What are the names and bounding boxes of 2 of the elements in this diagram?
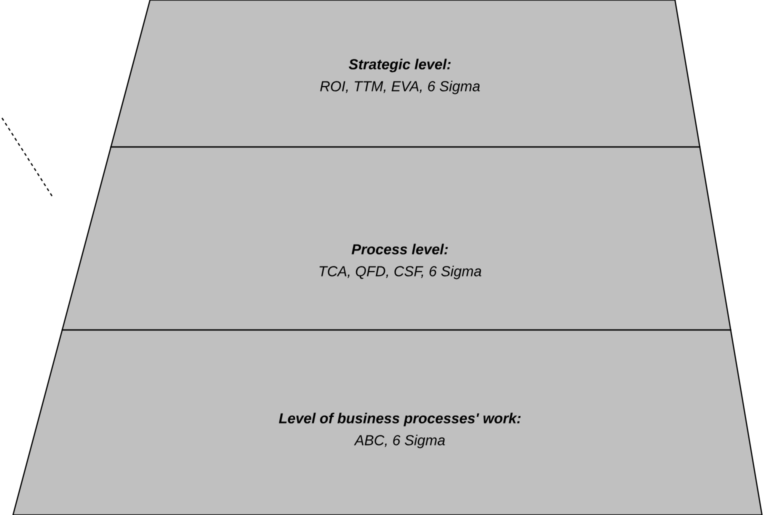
level-band: Strategic level: ROI, TTM, EVA, 6 Sigma [110,0,700,148]
level-band: Level of business processes' work: ABC, 6 Sigma [12,329,763,515]
